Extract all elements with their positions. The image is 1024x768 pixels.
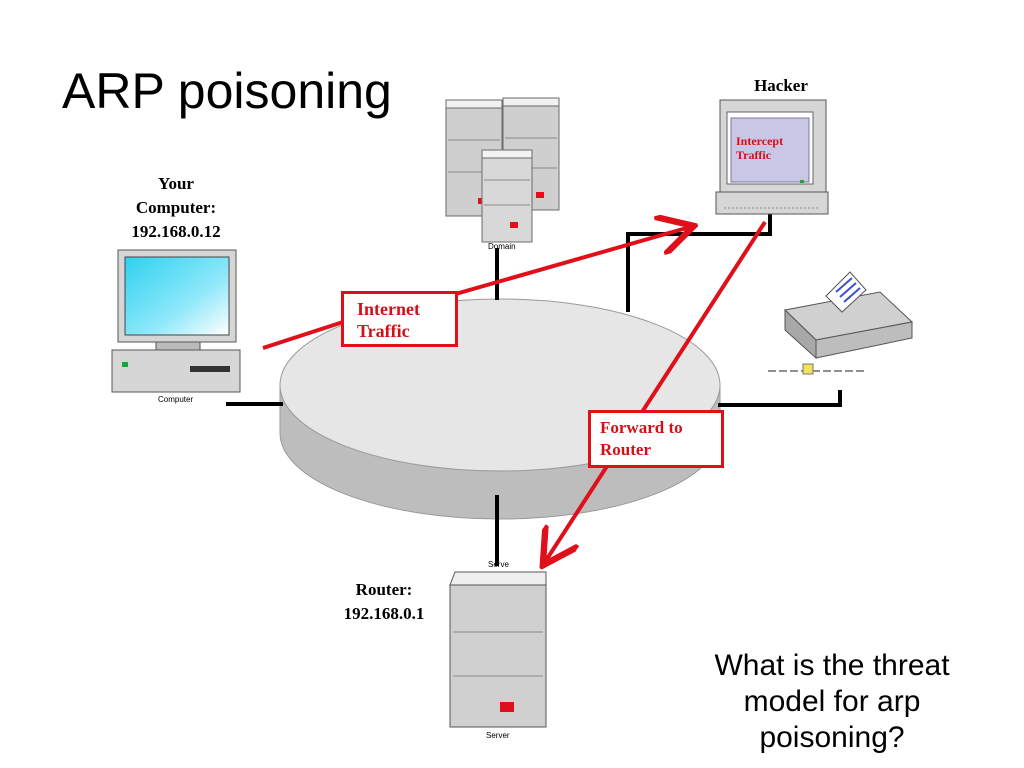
router-label-line-1: Router: bbox=[355, 580, 413, 599]
internet-traffic-line-2: Traffic bbox=[357, 321, 410, 341]
hacker-screen-line-1: Intercept bbox=[736, 134, 784, 148]
hacker-screen-line-2: Traffic bbox=[736, 148, 772, 162]
intercept-arrow bbox=[451, 227, 690, 297]
forward-line-1: Forward to bbox=[600, 418, 683, 437]
traffic-line-to-label bbox=[262, 320, 344, 350]
computer-icon bbox=[111, 249, 241, 393]
router-label: Router: 192.168.0.1 bbox=[322, 578, 446, 626]
forward-line-2: Router bbox=[600, 440, 651, 459]
domain-caption: Domain bbox=[488, 242, 516, 251]
router-server-icon bbox=[449, 571, 547, 728]
computer-caption: Computer bbox=[158, 395, 194, 404]
domain-server-cluster bbox=[445, 97, 560, 243]
slide-title: ARP poisoning bbox=[62, 63, 392, 119]
internet-traffic-callout: Internet Traffic bbox=[341, 291, 458, 347]
computer-label-line-1: Your bbox=[158, 174, 194, 193]
hacker-cable bbox=[626, 214, 772, 312]
domain-server-front bbox=[481, 149, 533, 243]
traffic-arrows bbox=[262, 220, 767, 562]
forward-to-router-callout: Forward to Router bbox=[588, 410, 724, 468]
internet-traffic-line-1: Internet bbox=[357, 299, 420, 319]
router-caption-bottom: Server bbox=[486, 731, 510, 740]
hacker-label: Hacker bbox=[754, 76, 808, 95]
router-ip-address: 192.168.0.1 bbox=[343, 604, 425, 623]
forward-arrow bbox=[545, 220, 767, 562]
computer-label-line-2: Computer: bbox=[135, 198, 217, 217]
printer-cable bbox=[718, 390, 842, 407]
printer-icon bbox=[768, 271, 914, 375]
computer-ip-address: 192.168.0.12 bbox=[131, 222, 221, 241]
computer-label: Your Computer: 192.168.0.12 bbox=[112, 172, 240, 244]
router-caption-top: Serve bbox=[488, 560, 509, 569]
hacker-screen-text: Intercept Traffic bbox=[736, 134, 783, 162]
hacker-computer-icon bbox=[715, 99, 829, 215]
threat-model-question: What is the threat model for arp poisoni… bbox=[714, 649, 950, 754]
